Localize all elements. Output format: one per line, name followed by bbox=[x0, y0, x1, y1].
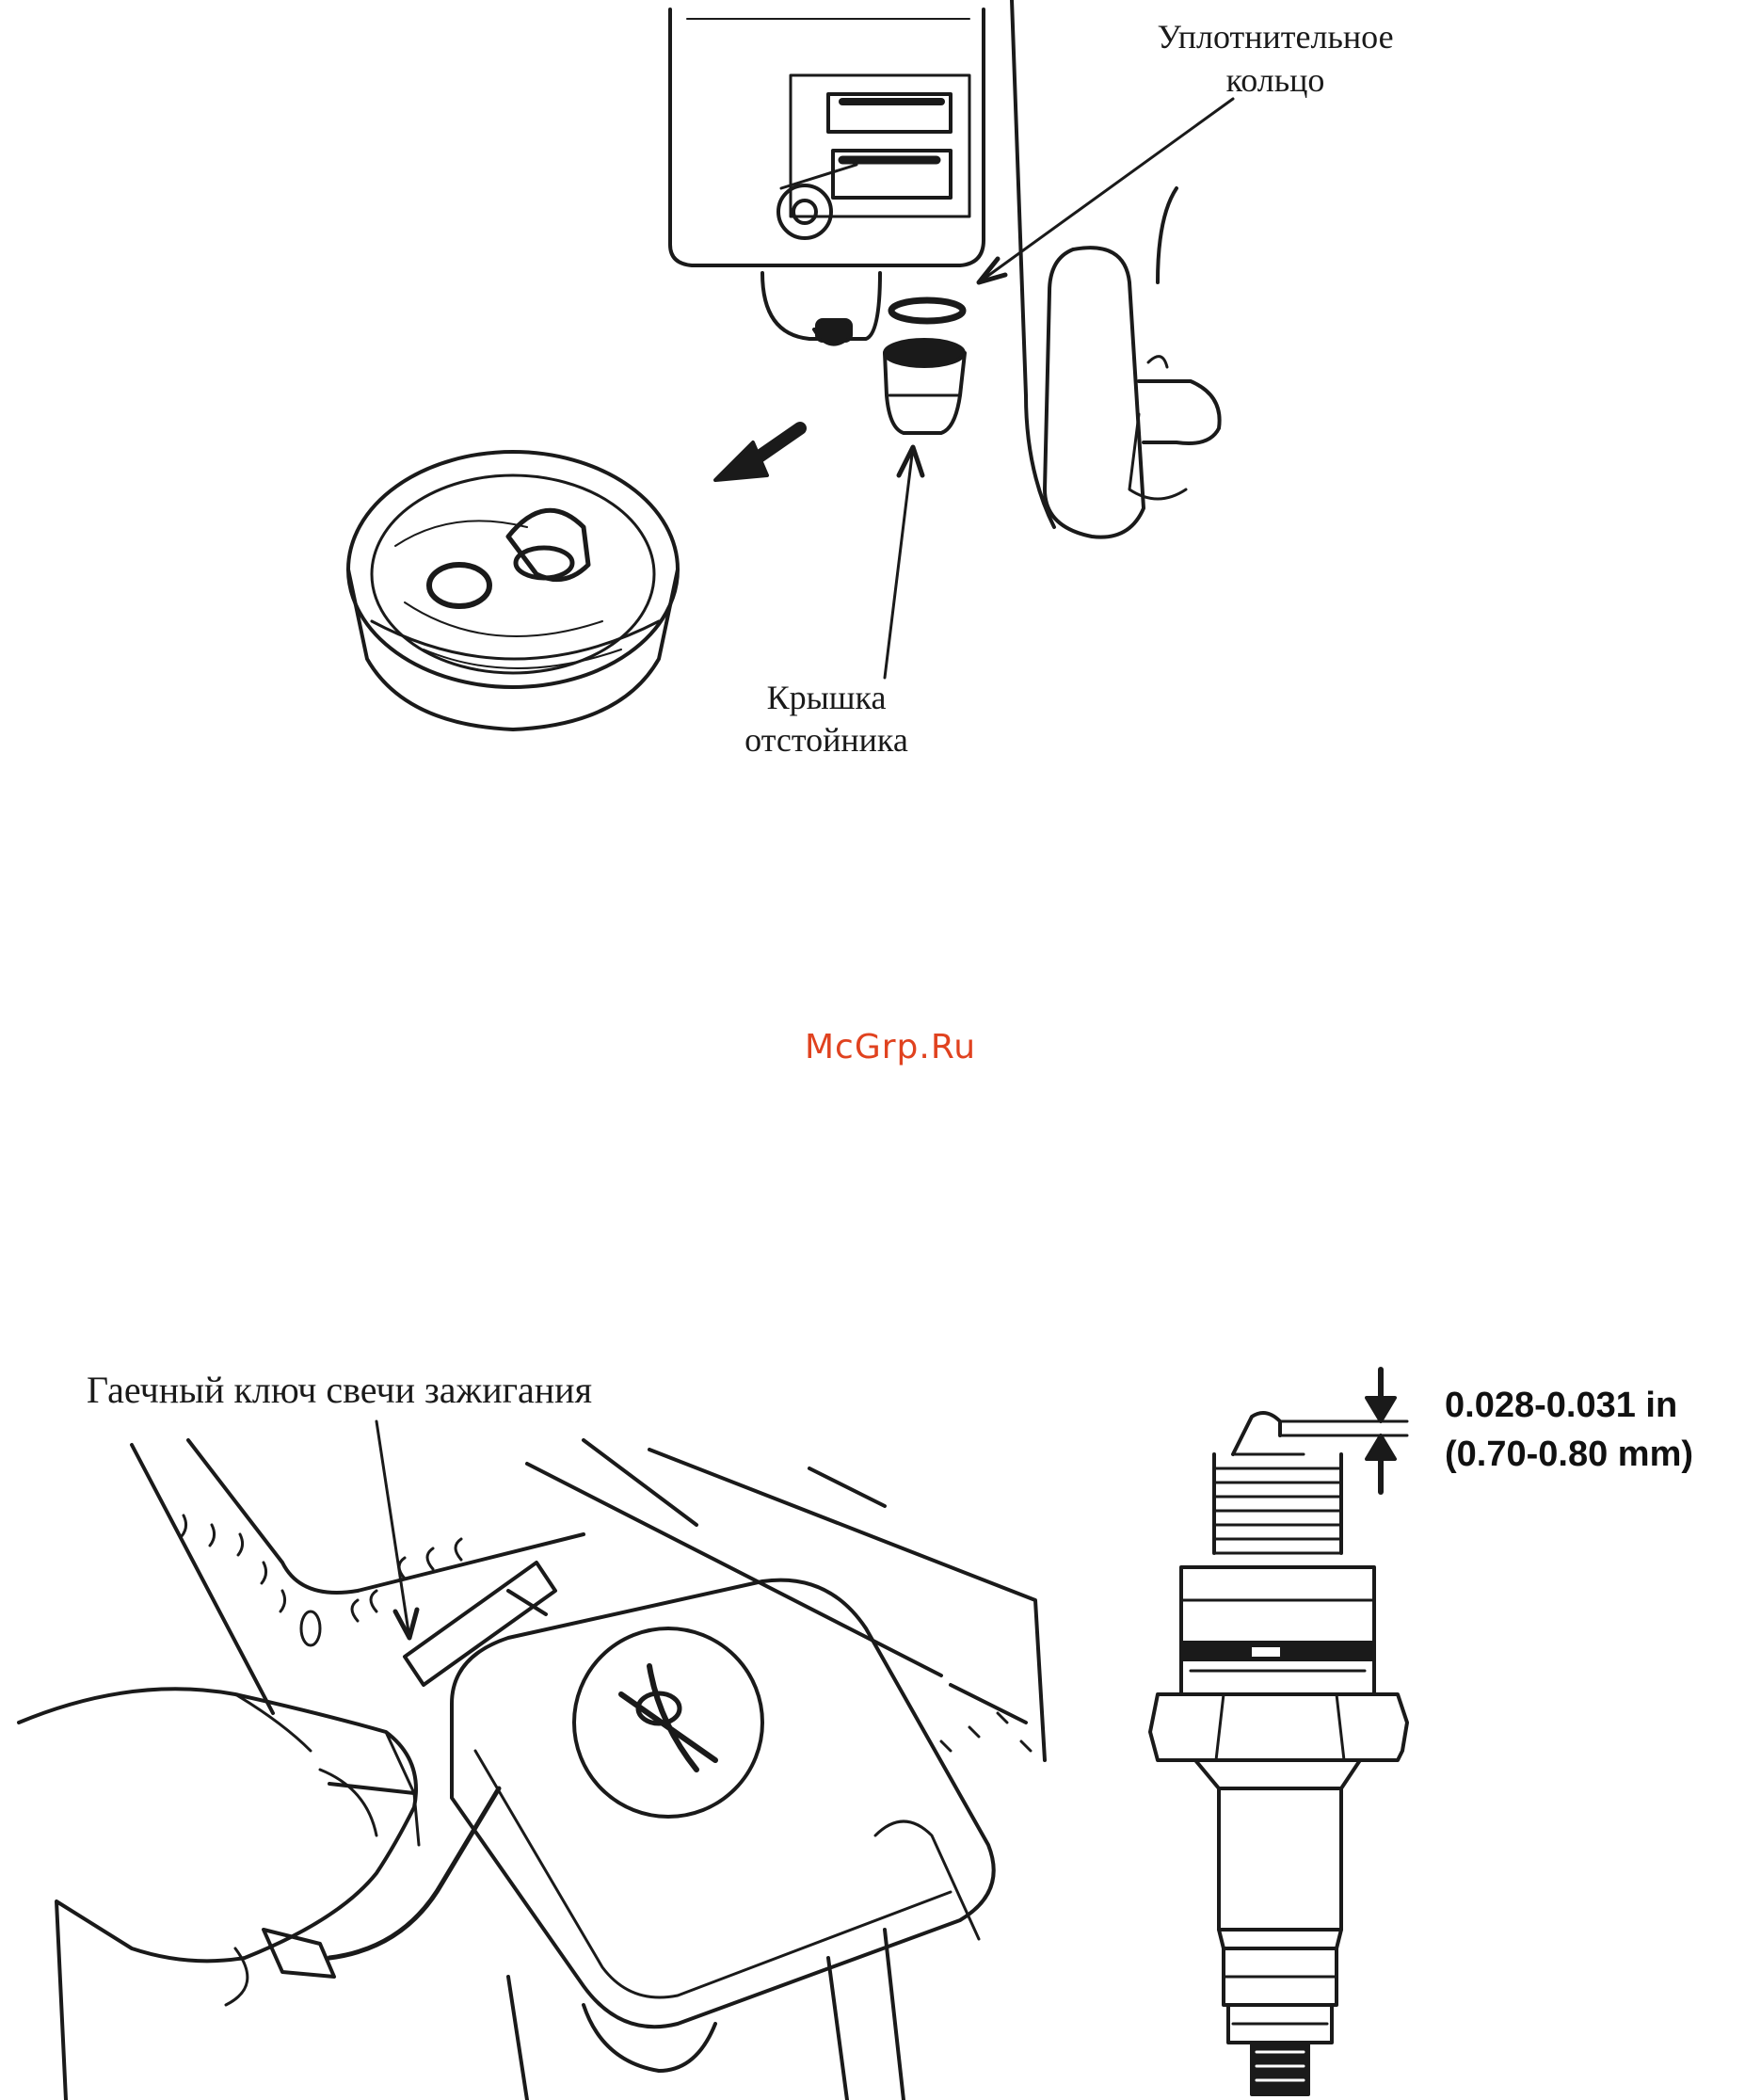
gap-spec-inches: 0.028-0.031 in bbox=[1445, 1382, 1677, 1429]
gap-spec-millimeters: (0.70-0.80 mm) bbox=[1445, 1431, 1693, 1478]
